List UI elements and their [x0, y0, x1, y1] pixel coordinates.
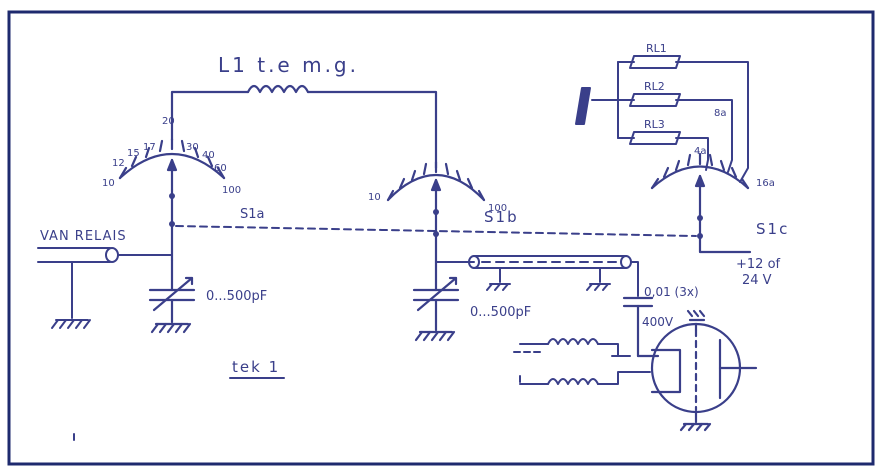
resistor-rl1-label: RL1 [646, 42, 667, 55]
dial-1-tick-12: 12 [112, 158, 125, 169]
switch-s1c-label: S1c [756, 220, 789, 238]
dial-1 [118, 137, 226, 192]
supply-label-bottom: 24 V [742, 273, 772, 288]
dial-1-tick-40: 40 [202, 150, 215, 161]
dial-2 [386, 160, 486, 212]
capacitor-3-label-bottom: 400V [642, 315, 674, 329]
dial-1-tick-10: 10 [102, 178, 115, 189]
dial-2-label-left: 10 [368, 192, 381, 203]
diagram-frame [7, 10, 875, 466]
ganged-switch-line [175, 225, 697, 237]
inductor-l1 [170, 84, 438, 170]
coupling-capacitor [622, 296, 654, 358]
dial-1-tick-30: 30 [186, 142, 199, 153]
capacitor-1-label: 0...500pF [206, 289, 267, 304]
switch-dot-s1c [697, 233, 703, 239]
tap-8a-label: 8a [714, 108, 727, 119]
dial-1-tick-17: 17 [143, 142, 156, 153]
input-coax [37, 247, 173, 329]
switch-dot-s1a [169, 221, 175, 227]
coax-cable [435, 255, 639, 297]
resistor-rl2-label: RL2 [644, 80, 665, 93]
resistor-rl3-label: RL3 [644, 118, 665, 131]
dial-2-label-right: 100 [488, 203, 507, 214]
switch-dot-s1a-top [169, 193, 175, 199]
dial-1-tick-20: 20 [162, 116, 175, 127]
dial-1-tick-100: 100 [222, 185, 241, 196]
capacitor-3-label-top: 0,01 (3x) [644, 285, 699, 299]
variable-capacitor-2 [412, 260, 460, 342]
main-leads [170, 188, 752, 264]
switch-contacts [169, 193, 703, 239]
dial-3 [650, 152, 750, 218]
capacitor-2-label: 0...500pF [470, 305, 531, 320]
relay-label: VAN RELAIS [40, 229, 127, 244]
tap-4a-label: 4a [694, 146, 707, 157]
switch-s1a-label: S1a [240, 207, 265, 222]
dial-1-tick-60: 60 [214, 163, 227, 174]
tap-16a-label: 16a [756, 178, 775, 189]
supply-label-top: +12 of [736, 257, 781, 272]
dial-1-tick-15: 15 [127, 148, 140, 159]
switch-dot-s1c-top [697, 215, 703, 221]
vacuum-tube [636, 309, 758, 432]
switch-dot-s1b [433, 231, 439, 237]
resistor-network [575, 55, 749, 183]
filament-coils [513, 338, 651, 385]
variable-capacitor-1 [148, 258, 196, 334]
switch-s1b-label: S1b [484, 208, 519, 226]
switch-dot-s1b-top [433, 209, 439, 215]
figure-caption: tek 1 [232, 358, 280, 376]
inductor-label: L1 t.e m.g. [218, 53, 359, 77]
